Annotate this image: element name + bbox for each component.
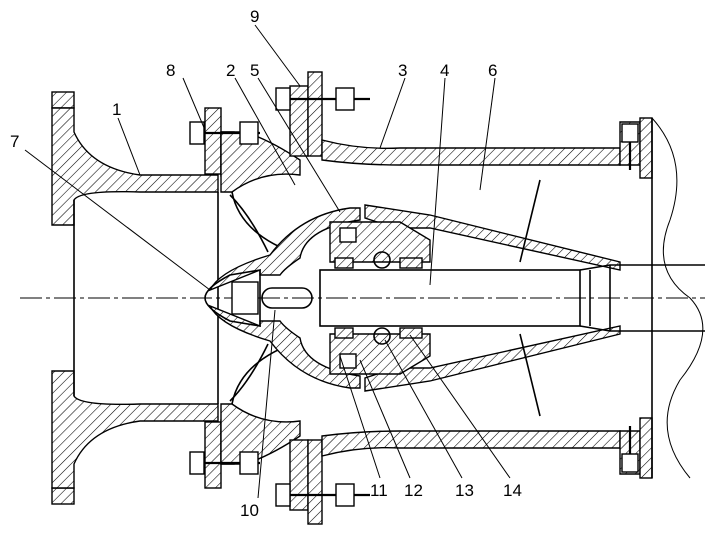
part-label-3: 3 (398, 61, 407, 80)
part-label-4: 4 (440, 61, 449, 80)
part-label-5: 5 (250, 61, 259, 80)
part-label-7: 7 (10, 132, 19, 151)
bolt-middle-upper (276, 88, 370, 110)
part-label-12: 12 (404, 481, 423, 500)
part-label-10: 10 (240, 501, 259, 520)
part-label-14: 14 (503, 481, 522, 500)
inlet-pipe-upper (52, 92, 234, 225)
diffuser-casing-upper (322, 118, 652, 178)
diffuser-casing-lower (322, 418, 652, 478)
part-label-13: 13 (455, 481, 474, 500)
part-label-6: 6 (488, 61, 497, 80)
part-label-2: 2 (226, 61, 235, 80)
inlet-pipe-lower (52, 371, 234, 504)
bolt-middle-lower (276, 484, 370, 506)
part-label-9: 9 (250, 7, 259, 26)
part-label-1: 1 (112, 100, 121, 119)
part-label-8: 8 (166, 61, 175, 80)
part-label-11: 11 (370, 481, 388, 500)
